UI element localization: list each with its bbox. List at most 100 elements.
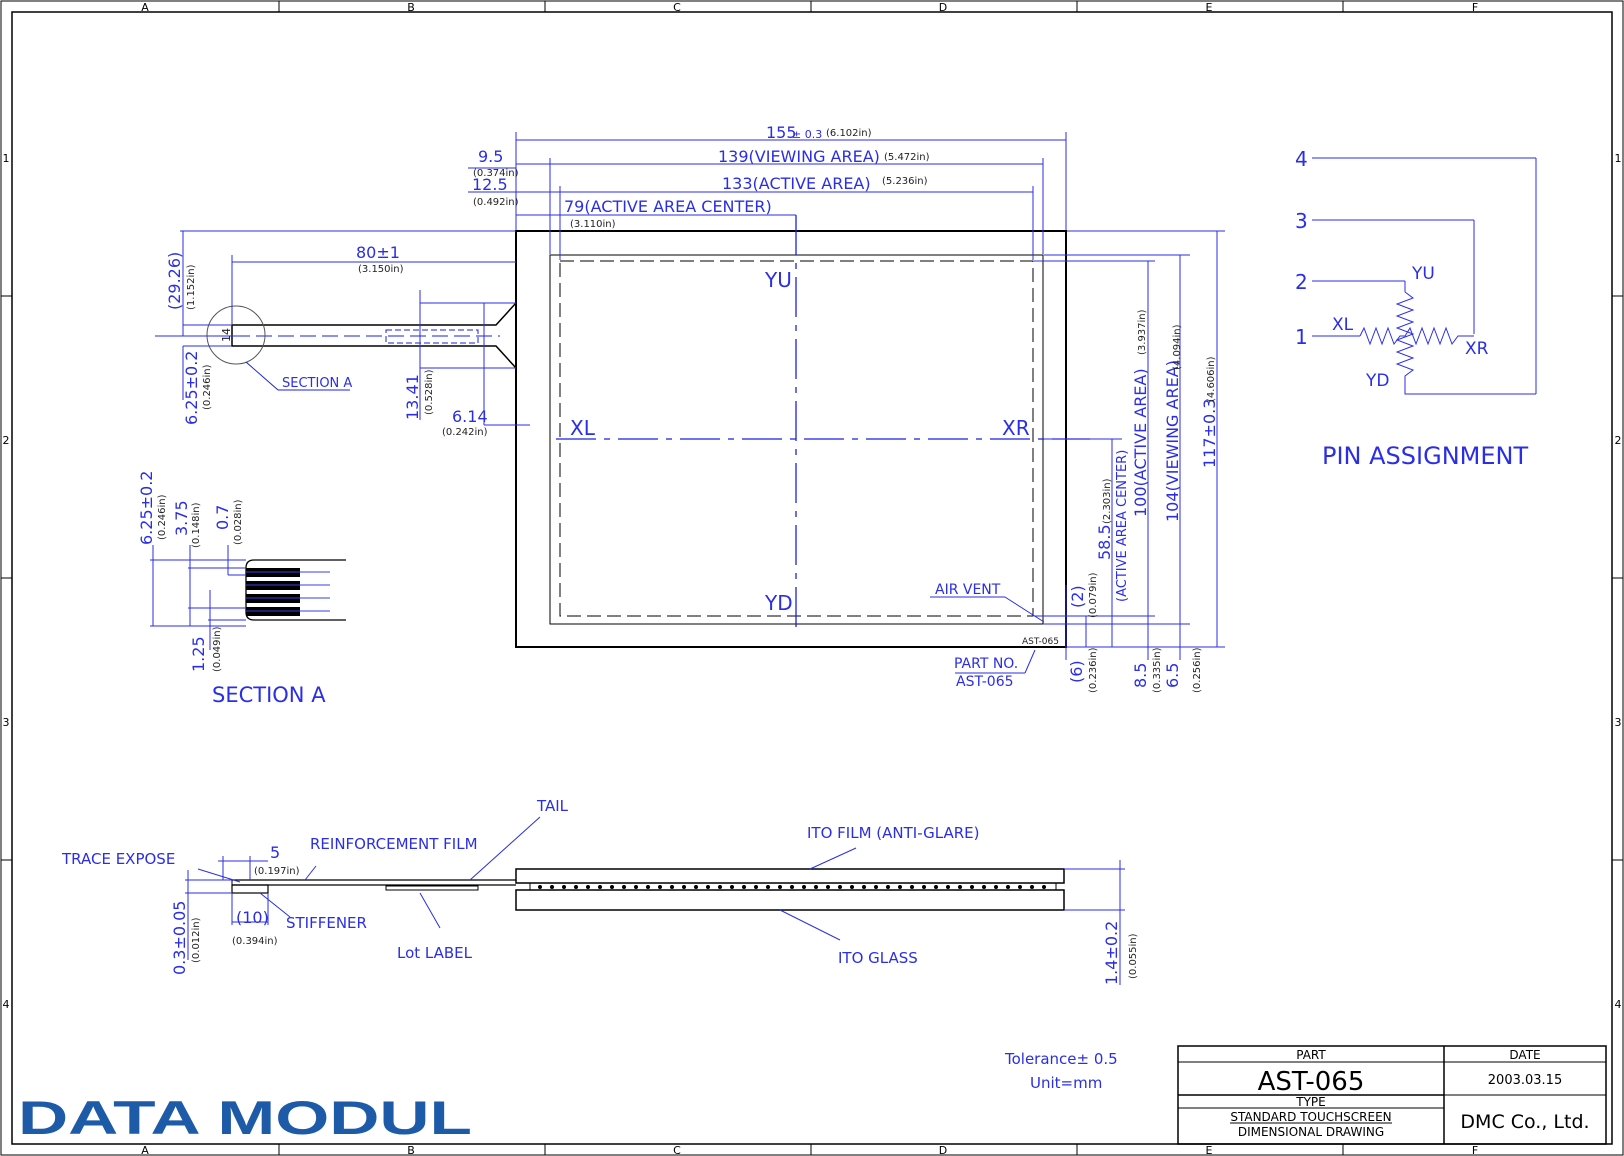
col-label-f: F — [1472, 1, 1478, 14]
pin-assignment-title: PIN ASSIGNMENT — [1322, 442, 1528, 470]
dim-active-center-y-in: (2.303in) — [1102, 478, 1113, 524]
spacer-dot — [970, 885, 974, 889]
dim-6-5: 6.5 — [1163, 663, 1182, 688]
label-yu: YU — [764, 268, 792, 292]
title-type-line1: STANDARD TOUCHSCREEN — [1230, 1110, 1391, 1124]
side-dim-5: 5 — [270, 843, 280, 862]
spacer-dot — [982, 885, 986, 889]
dim-29-26-in: (1.152in) — [186, 264, 197, 310]
spacer-dot — [742, 885, 746, 889]
pin-3-label: 3 — [1295, 209, 1308, 233]
dim-viewing-height: 104(VIEWING AREA) — [1163, 360, 1182, 522]
dim-active-center-x: 79(ACTIVE AREA CENTER) — [564, 197, 772, 216]
spacer-dot — [802, 885, 806, 889]
ito-film-label: ITO FILM (ANTI-GLARE) — [807, 824, 980, 842]
col-label-d-bottom: D — [939, 1144, 947, 1156]
spacer-dot — [958, 885, 962, 889]
row-label-4-right: 4 — [1615, 998, 1622, 1011]
col-label-c: C — [673, 1, 681, 14]
label-yd: YD — [764, 591, 793, 615]
ito-film-outline — [515, 868, 1065, 884]
lot-label-label: Lot LABEL — [397, 944, 473, 962]
col-label-f-bottom: F — [1472, 1144, 1478, 1156]
spacer-dot — [670, 885, 674, 889]
section-a-circle — [206, 305, 266, 365]
spacer-dot — [574, 885, 578, 889]
label-xr: XR — [1002, 416, 1030, 440]
col-label-a-bottom: A — [141, 1144, 149, 1156]
dim-29-26: (29.26) — [165, 252, 184, 310]
spacer-dot — [610, 885, 614, 889]
title-part-value: AST-065 — [1258, 1067, 1365, 1097]
row-label-4: 4 — [3, 998, 10, 1011]
spacer-dot — [634, 885, 638, 889]
dim-6-25: 6.25±0.2 — [182, 351, 201, 425]
dim-6-14-in: (0.242in) — [442, 427, 488, 438]
dim-12-5-in: (0.492in) — [473, 197, 519, 208]
title-type-header: TYPE — [1295, 1095, 1325, 1109]
dim-8-5: 8.5 — [1131, 663, 1150, 688]
section-a-dim-3-75-in: (0.148in) — [191, 502, 202, 548]
spacer-dot — [946, 885, 950, 889]
row-label-2: 2 — [3, 434, 10, 447]
ito-glass-outline — [515, 889, 1065, 911]
spacer-dot — [814, 885, 818, 889]
spacer-dot — [778, 885, 782, 889]
data-modul-logo: DATA MODUL — [18, 1091, 472, 1144]
dim-6-5-in: (0.256in) — [1192, 647, 1203, 693]
row-label-2-right: 2 — [1615, 434, 1622, 447]
spacer-dot — [766, 885, 770, 889]
title-part-header: PART — [1296, 1048, 1326, 1062]
stiffener-label: STIFFENER — [286, 914, 367, 932]
dim-9-5: 9.5 — [478, 147, 503, 166]
spacer-dot — [886, 885, 890, 889]
dim-tail-length: 80±1 — [356, 243, 400, 262]
dim-active-height-in: (3.937in) — [1137, 309, 1148, 355]
spacer-dot — [706, 885, 710, 889]
dim-2-in: (0.079in) — [1088, 572, 1099, 618]
dim-active-height: 100(ACTIVE AREA) — [1131, 368, 1150, 517]
section-a-dim-6-25-in: (0.246in) — [157, 494, 168, 540]
section-a-dim-1-25: 1.25 — [189, 636, 208, 672]
col-label-b: B — [407, 1, 415, 14]
dim-active-width: 133(ACTIVE AREA) — [722, 174, 871, 193]
lot-label-outline — [385, 329, 479, 344]
row-label-1-right: 1 — [1615, 152, 1622, 165]
spacer-dot — [1018, 885, 1022, 889]
spacer-dot — [790, 885, 794, 889]
spacer-dot — [838, 885, 842, 889]
side-dim-10: (10) — [236, 908, 269, 927]
section-a-detail: 6.25±0.2 (0.246in) 3.75 (0.148in) 0.7 (0… — [137, 471, 346, 707]
col-label-b-bottom: B — [407, 1144, 415, 1156]
pin-label-yd: YD — [1365, 371, 1389, 391]
unit-note: Unit=mm — [1030, 1074, 1102, 1092]
spacer-dot — [910, 885, 914, 889]
dim-overall-width-in: (6.102in) — [826, 128, 872, 139]
side-view: TRACE EXPOSE REINFORCEMENT FILM TAIL ITO… — [61, 797, 1139, 985]
col-label-e: E — [1206, 1, 1213, 14]
pin-4-label: 4 — [1295, 147, 1308, 171]
section-a-dim-1-25-in: (0.049in) — [212, 626, 223, 672]
notes: Tolerance± 0.5 Unit=mm — [1004, 1050, 1118, 1092]
tail-label: TAIL — [536, 797, 569, 815]
dim-active-width-in: (5.236in) — [882, 176, 928, 187]
trace-expose-label: TRACE EXPOSE — [61, 850, 175, 868]
dim-viewing-width: 139(VIEWING AREA) — [718, 147, 880, 166]
spacer-dot — [598, 885, 602, 889]
spacer-dot — [754, 885, 758, 889]
dim-overall-height: 117±0.3 — [1200, 399, 1219, 468]
spacer-dot — [586, 885, 590, 889]
pin-1-label: 1 — [1295, 325, 1308, 349]
spacer-dot — [874, 885, 878, 889]
col-label-a: A — [141, 1, 149, 14]
stiffener-outline — [231, 884, 269, 894]
dim-6: (6) — [1067, 660, 1086, 683]
dim-viewing-width-in: (5.472in) — [884, 152, 930, 163]
tail-width-label: 14 — [220, 328, 233, 342]
col-label-d: D — [939, 1, 947, 14]
pin-label-yu: YU — [1411, 264, 1435, 284]
side-dim-1-4: 1.4±0.2 — [1102, 921, 1121, 985]
spacer-dots — [538, 885, 1046, 889]
reinforcement-film-label: REINFORCEMENT FILM — [310, 835, 478, 853]
side-dim-0-3-in: (0.012in) — [191, 917, 202, 963]
